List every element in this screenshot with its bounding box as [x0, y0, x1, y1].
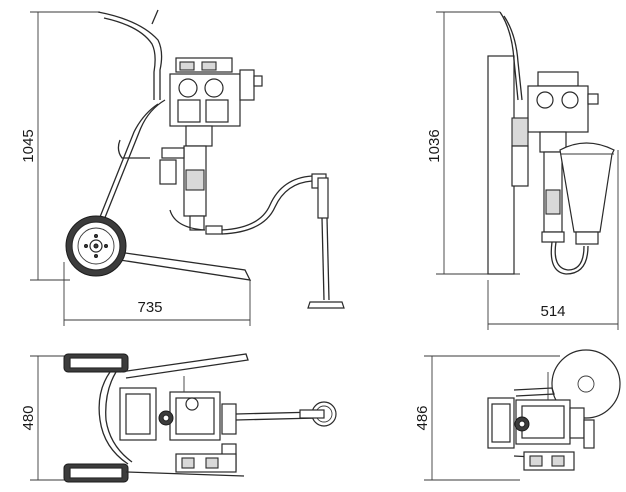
front-hose	[550, 241, 589, 275]
top-left-pump	[158, 376, 237, 473]
side-hose	[169, 175, 313, 235]
front-view: 1036 514	[426, 11, 619, 330]
front-width-label: 514	[540, 303, 565, 320]
side-height-dimension: 1045	[20, 11, 100, 281]
side-width-label: 735	[137, 299, 162, 316]
front-height-label: 1036	[426, 129, 443, 162]
trolley-frame	[93, 9, 252, 281]
front-width-dimension: 514	[487, 150, 619, 330]
top-right-pump	[514, 372, 595, 471]
side-view: 1045 735	[20, 9, 345, 326]
top-left-wheels	[63, 353, 129, 483]
top-view-right: 486	[414, 349, 621, 481]
side-suction-tube	[307, 173, 345, 309]
front-pump	[511, 71, 599, 243]
top-right-depth-dimension: 486	[414, 355, 560, 481]
top-left-hose	[235, 401, 337, 427]
side-pump	[159, 57, 263, 235]
top-left-depth-label: 480	[20, 405, 37, 430]
top-right-frame	[487, 387, 555, 459]
side-wheel	[65, 215, 127, 277]
side-height-label: 1045	[20, 129, 37, 162]
top-left-frame	[98, 353, 249, 477]
side-width-dimension: 735	[63, 262, 251, 326]
top-view-left: 480	[20, 353, 337, 483]
top-right-depth-label: 486	[414, 405, 431, 430]
top-left-depth-dimension: 480	[20, 355, 90, 481]
front-frame	[487, 11, 523, 275]
front-hopper	[559, 142, 615, 245]
